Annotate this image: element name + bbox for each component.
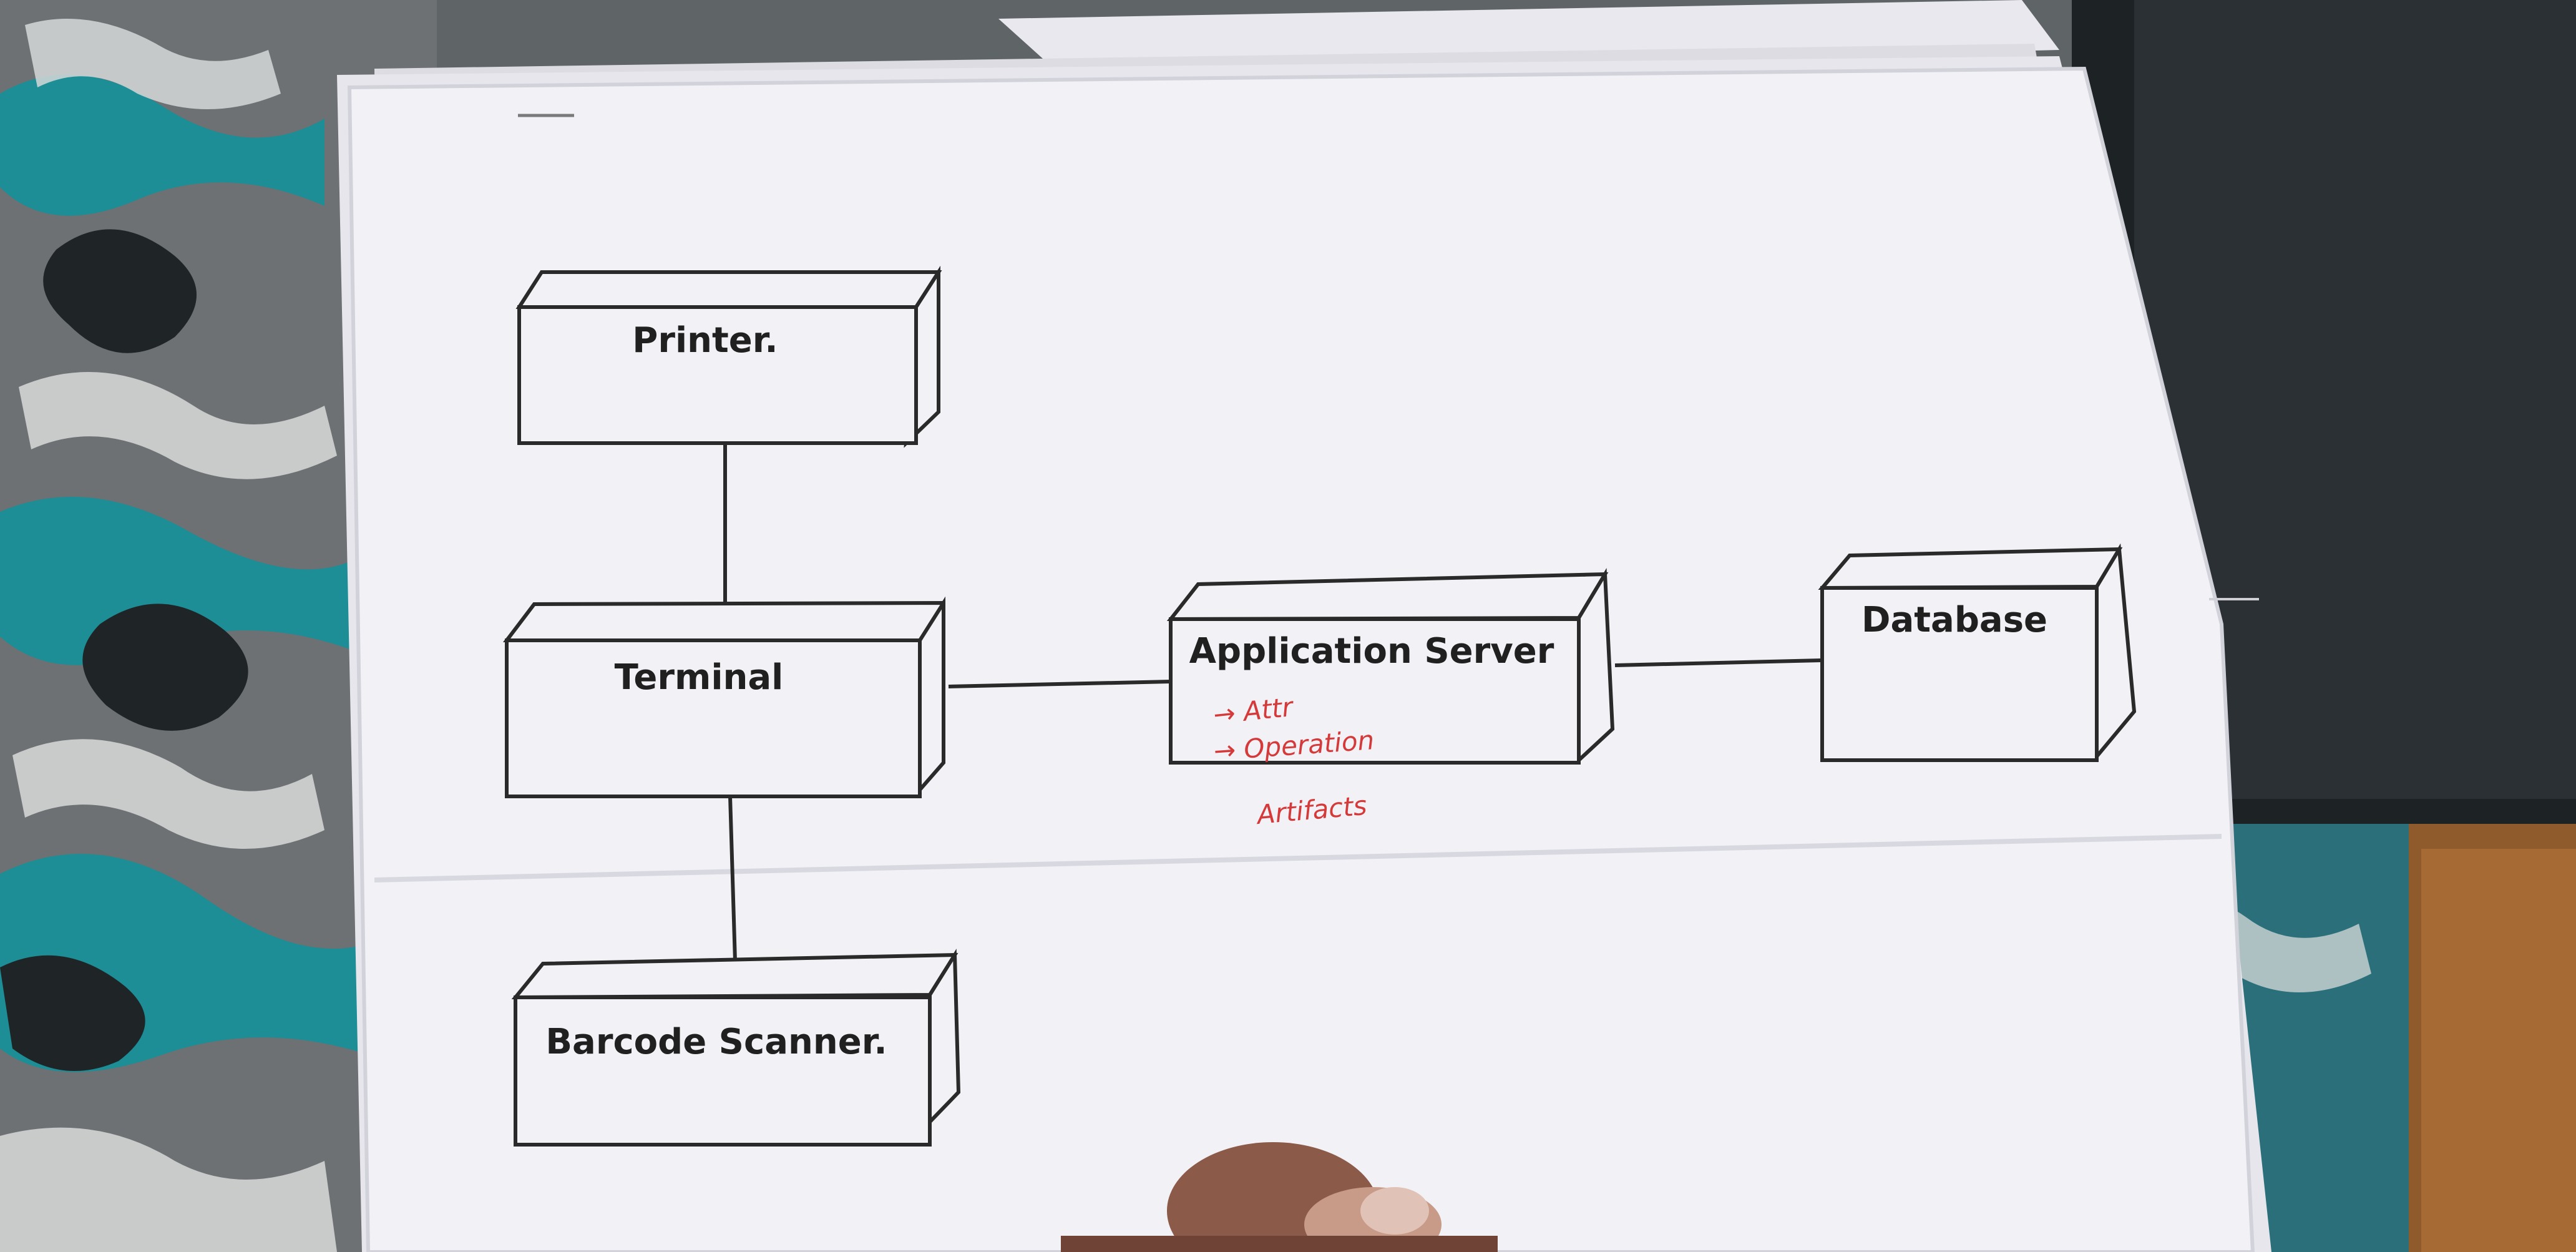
terminal-appserver-connector: [948, 680, 1171, 688]
barcode-scanner-node: [511, 948, 961, 1147]
printer-node: [515, 265, 942, 448]
application-server-node: [1166, 567, 1615, 765]
connector-lines: [723, 443, 1822, 962]
terminal-barcode-connector: [728, 796, 737, 962]
terminal-label: Terminal: [615, 657, 784, 698]
database-label: Database: [1861, 600, 2047, 640]
database-node: [1818, 543, 2137, 762]
hand-finger: [1061, 1142, 1498, 1252]
appserver-database-connector: [1614, 658, 1822, 667]
printer-label: Printer.: [632, 320, 778, 361]
application-server-label: Application Server: [1189, 631, 1554, 672]
barcode-scanner-label: Barcode Scanner.: [545, 1022, 887, 1062]
terminal-node: [502, 596, 945, 798]
